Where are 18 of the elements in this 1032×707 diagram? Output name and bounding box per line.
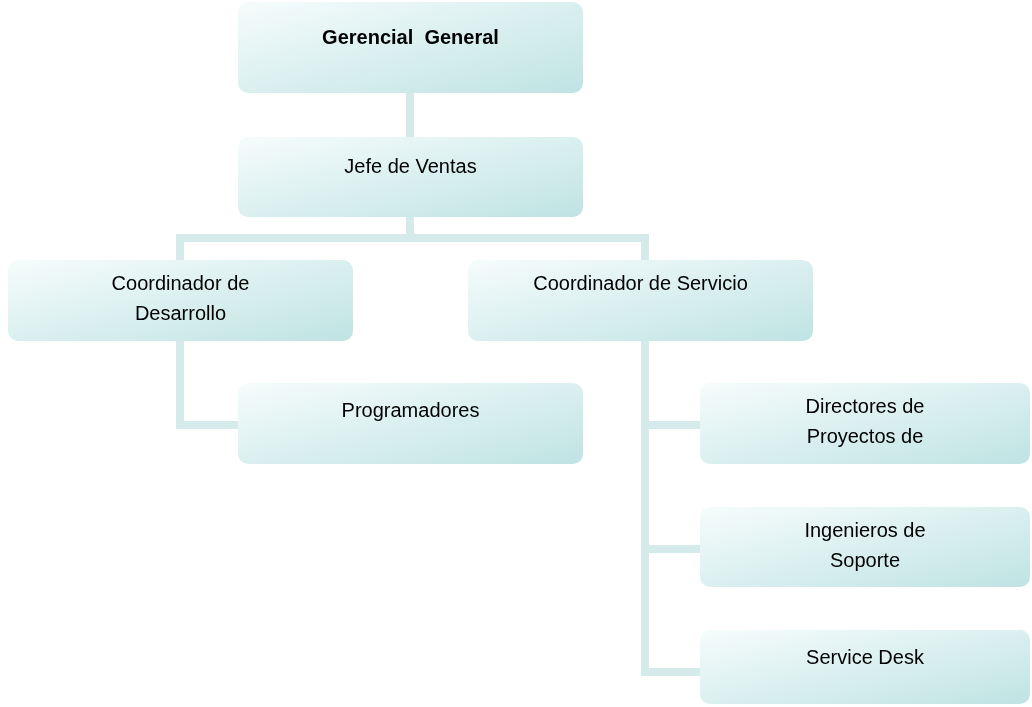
box-label: Coordinador de Servicio	[533, 271, 748, 296]
box-label: Jefe de Ventas	[344, 154, 477, 179]
box-label: Programadores	[341, 398, 480, 423]
org-box	[468, 260, 813, 341]
org-box	[8, 260, 353, 341]
box-label: Directores de Proyectos de	[804, 394, 926, 449]
box-label: Coordinador de Desarrollo	[110, 271, 251, 326]
org-box	[238, 2, 583, 93]
connector-line	[176, 341, 238, 429]
connector-line	[406, 93, 414, 137]
org-box	[238, 137, 583, 217]
org-box	[700, 383, 1030, 464]
org-box	[700, 507, 1030, 587]
box-label: Ingenieros de Soporte	[803, 518, 927, 573]
org-box	[700, 630, 1030, 704]
box-label: Service Desk	[806, 645, 924, 670]
box-label: Gerencial General	[322, 25, 499, 50]
org-box	[238, 383, 583, 464]
